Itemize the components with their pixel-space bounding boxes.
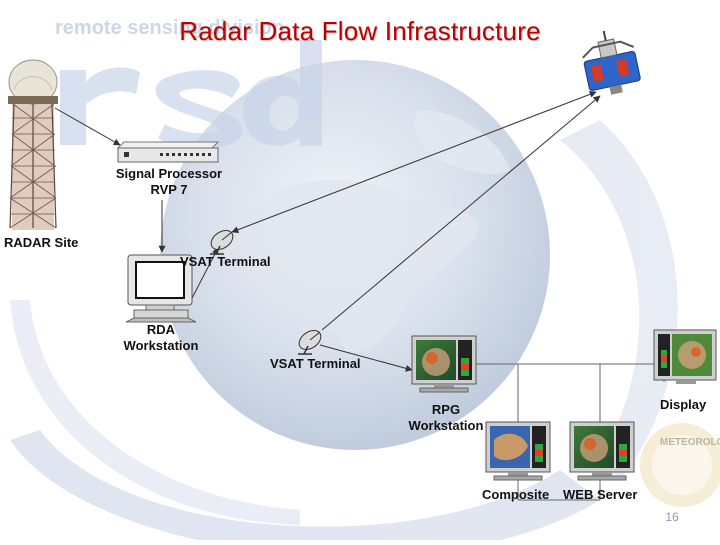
crt-monitor-icon bbox=[125, 254, 197, 323]
rpg-workstation-label: RPG Workstation bbox=[398, 402, 494, 434]
vsat-terminal-1-label: VSAT Terminal bbox=[180, 254, 271, 269]
radar-tower-icon bbox=[8, 59, 58, 230]
rsd-logo bbox=[60, 40, 322, 149]
arrow-vsat2-to-rpg bbox=[319, 344, 413, 372]
web-server-label: WEB Server bbox=[563, 487, 638, 502]
rda-workstation-label-line1: RDA bbox=[146, 322, 176, 337]
seal-text: METEOROLOG bbox=[660, 437, 720, 448]
watermark-swoosh bbox=[560, 120, 678, 480]
satellite-icon bbox=[582, 30, 641, 95]
vsat-terminal-2-label: VSAT Terminal bbox=[270, 356, 361, 371]
rda-workstation-label-line2: Workstation bbox=[123, 338, 199, 353]
radar-site-label: RADAR Site bbox=[4, 235, 79, 250]
arrow-vsat1-to-satellite bbox=[231, 90, 597, 234]
arrow-rda-to-vsat1 bbox=[189, 247, 219, 303]
radar-monitor-icon bbox=[653, 329, 717, 384]
rpg-workstation-label-line1: RPG bbox=[431, 402, 461, 417]
arrow-radar-to-processor bbox=[54, 107, 121, 146]
signal-processor-label-line1: Signal Processor bbox=[115, 166, 223, 181]
rda-workstation-label: RDA Workstation bbox=[106, 322, 216, 354]
signal-processor-label-line2: RVP 7 bbox=[150, 182, 188, 197]
satellite-dish-icon bbox=[298, 329, 322, 355]
display-label: Display bbox=[660, 397, 707, 412]
watermark-swoosh bbox=[10, 300, 300, 525]
signal-processor-label: Signal Processor RVP 7 bbox=[104, 166, 234, 198]
page-number: 16 bbox=[665, 510, 679, 524]
radar-monitor-icon bbox=[485, 421, 551, 481]
composite-label: Composite bbox=[482, 487, 550, 502]
watermark-swoosh bbox=[10, 430, 600, 545]
arrow-vsat2-to-satellite bbox=[321, 95, 601, 331]
watermark-text: remote sensing division bbox=[55, 17, 284, 39]
satellite-dish-icon bbox=[210, 229, 234, 255]
radar-monitor-icon bbox=[411, 335, 477, 393]
radar-monitor-icon bbox=[569, 421, 635, 481]
slide-title: Radar Data Flow Infrastructure bbox=[179, 16, 541, 46]
rpg-workstation-label-line2: Workstation bbox=[408, 418, 484, 433]
rack-unit-icon bbox=[116, 141, 220, 163]
meteorology-seal-image: METEOROLOG bbox=[640, 423, 720, 507]
